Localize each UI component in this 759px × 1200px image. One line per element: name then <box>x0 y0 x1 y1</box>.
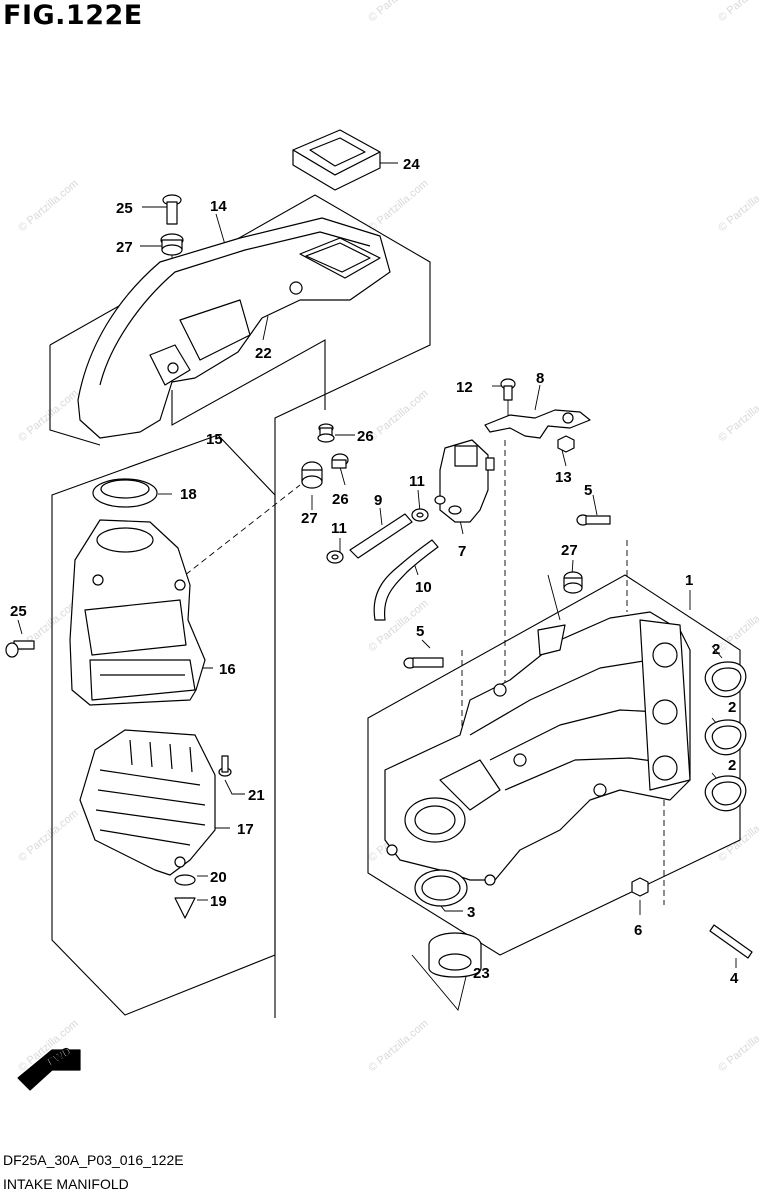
callout-12: 12 <box>456 379 473 396</box>
frame-manifold-1 <box>367 574 741 956</box>
callout-13: 13 <box>555 469 572 486</box>
callout-27b: 27 <box>301 510 318 527</box>
bracket-8-drawing <box>484 409 591 439</box>
bolt-12-drawing <box>500 378 516 401</box>
part-drawings: FWD <box>5 129 753 1091</box>
watermark: © Partzilla.com <box>716 807 759 864</box>
fwd-arrow-icon: FWD <box>17 1045 81 1091</box>
watermark: © Partzilla.com <box>366 387 430 444</box>
callout-11: 11 <box>409 473 425 490</box>
callout-14: 14 <box>210 198 227 215</box>
callout-18: 18 <box>180 486 197 503</box>
ring-18-drawing <box>92 478 158 508</box>
watermark: © Partzilla.com <box>366 1017 430 1074</box>
watermark: © Partzilla.com <box>16 177 80 234</box>
callout-23: 23 <box>473 965 490 982</box>
diagram-name: INTAKE MANIFOLD <box>3 1176 129 1192</box>
callout-25: 25 <box>116 200 133 217</box>
collar-26-drawing <box>317 423 335 443</box>
watermark: © Partzilla.com <box>16 807 80 864</box>
seal-24-drawing <box>292 129 381 191</box>
nut-13-drawing <box>557 435 575 453</box>
callout-9: 9 <box>374 492 382 509</box>
frame-silencer-15 <box>51 434 276 1016</box>
nut-6-drawing <box>631 877 649 897</box>
callout-3: 3 <box>467 904 475 921</box>
bolt-5-drawing <box>576 514 611 526</box>
grommet-27c-drawing <box>563 571 583 594</box>
callout-7: 7 <box>458 543 466 560</box>
gasket-2c-drawing <box>704 775 747 812</box>
frame-22-bracket <box>171 339 326 426</box>
clamp-11-drawing <box>411 508 429 522</box>
callout-labels: 24 25 14 27 22 26 15 18 26 27 12 8 13 11… <box>10 156 739 987</box>
pin-19-drawing <box>174 897 196 919</box>
figure-title: FIG.122E <box>3 0 143 31</box>
intake-manifold-1-drawing <box>384 611 691 886</box>
cover-14-drawing <box>77 217 391 439</box>
hose-10-drawing <box>373 539 439 621</box>
cap-23-drawing <box>428 932 482 978</box>
watermark: © Partzilla.com <box>716 0 759 24</box>
callout-2: 2 <box>712 641 720 658</box>
clamp-11b-drawing <box>326 550 344 564</box>
callout-19: 19 <box>210 893 227 910</box>
callout-4: 4 <box>730 970 739 987</box>
callout-17: 17 <box>237 821 254 838</box>
callout-11b: 11 <box>331 520 347 537</box>
grommet-27-drawing <box>160 233 184 256</box>
callout-15: 15 <box>206 431 223 448</box>
gasket-3-drawing <box>414 869 468 907</box>
watermark: © Partzilla.com <box>366 0 430 24</box>
watermark: © Partzilla.com <box>716 177 759 234</box>
callout-2c: 2 <box>728 757 736 774</box>
callout-27: 27 <box>116 239 133 256</box>
screw-21-drawing <box>218 755 232 777</box>
bolt-5b-drawing <box>403 657 444 669</box>
valve-7-drawing <box>434 439 495 523</box>
hose-9-drawing <box>349 513 413 559</box>
silencer-17-drawing <box>79 729 216 876</box>
callout-21: 21 <box>248 787 265 804</box>
watermark: © Partzilla.com <box>716 387 759 444</box>
callout-10: 10 <box>415 579 432 596</box>
grommet-27b-drawing <box>301 461 323 489</box>
assembly-frames <box>49 194 741 1018</box>
watermark: © Partzilla.com <box>366 177 430 234</box>
callout-16: 16 <box>219 661 236 678</box>
silencer-16-drawing <box>69 519 206 706</box>
stud-4-drawing <box>709 924 753 959</box>
callout-5b: 5 <box>416 623 424 640</box>
callout-5: 5 <box>584 482 592 499</box>
bolt-25b-drawing <box>5 640 35 658</box>
callout-25b: 25 <box>10 603 27 620</box>
callout-1: 1 <box>685 572 693 589</box>
callout-8: 8 <box>536 370 544 387</box>
callout-22: 22 <box>255 345 272 362</box>
callout-2b: 2 <box>728 699 736 716</box>
watermark: © Partzilla.com <box>716 597 759 654</box>
collar-26b-drawing <box>331 453 349 469</box>
callout-26b: 26 <box>332 491 349 508</box>
callout-24: 24 <box>403 156 420 173</box>
frame-cover-lower <box>49 345 101 446</box>
callout-26: 26 <box>357 428 374 445</box>
gasket-2-drawing <box>704 661 747 698</box>
callout-6: 6 <box>634 922 642 939</box>
watermark: © Partzilla.com <box>716 1017 759 1074</box>
gasket-2b-drawing <box>704 719 747 756</box>
clip-20-drawing <box>174 874 196 886</box>
callout-27c: 27 <box>561 542 578 559</box>
bolt-25-drawing <box>162 194 182 225</box>
callout-20: 20 <box>210 869 227 886</box>
diagram-code: DF25A_30A_P03_016_122E <box>3 1152 184 1168</box>
